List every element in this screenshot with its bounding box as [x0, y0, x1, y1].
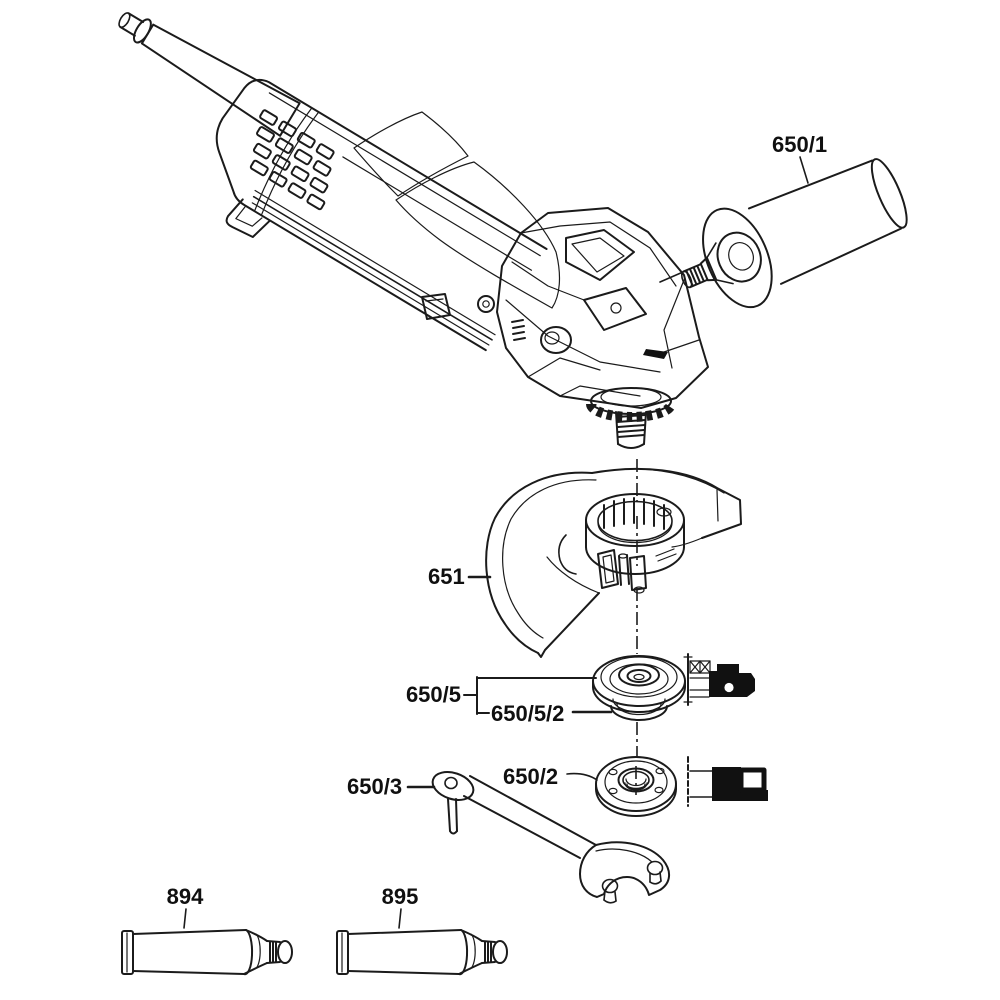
- vent-slots: [249, 109, 335, 211]
- handle-mount-line: [659, 271, 684, 283]
- collar-ribs: [603, 497, 665, 530]
- flange-cross-section-pictogram: [683, 653, 755, 706]
- guard-clamp: [597, 549, 647, 594]
- leader-lines: [183, 156, 809, 929]
- clamp-nut: [595, 756, 677, 817]
- gear-head: [496, 207, 709, 409]
- slide-switch: [421, 293, 451, 320]
- grease-tube-894: [121, 929, 293, 976]
- part-label-clamp-nut: 650/2: [503, 764, 558, 789]
- spindle-thread-lines: [616, 414, 646, 438]
- side-handle: [680, 158, 908, 309]
- motor-housing: [215, 78, 548, 352]
- part-label-spanner: 650/3: [347, 774, 402, 799]
- wheel-guard: [485, 467, 742, 658]
- leader-895: [398, 908, 402, 929]
- housing-screw: [477, 295, 495, 313]
- spindle-axis-line: [635, 459, 638, 795]
- rear-hook: [225, 198, 271, 238]
- part-label-guard: 651: [428, 564, 465, 589]
- part-label-flange: 650/5: [406, 682, 461, 707]
- part-label-side-handle: 650/1: [772, 132, 827, 157]
- part-label-o-ring: 650/5/2: [491, 701, 564, 726]
- bracket-650-5: [463, 676, 597, 715]
- part-label-895: 895: [382, 884, 419, 909]
- handle-bolt-thread: [685, 265, 705, 287]
- leader-650-2: [566, 772, 598, 781]
- power-cord: [118, 12, 301, 137]
- handle-end-cap: [870, 158, 908, 229]
- pivot-boss: [540, 326, 572, 354]
- grip-dots-lower: [395, 161, 561, 309]
- backing-flange: [592, 655, 686, 713]
- leader-650-1: [799, 156, 809, 184]
- grip-dots-upper: [353, 111, 469, 197]
- grease-tube-895: [336, 929, 508, 976]
- spindle: [586, 387, 676, 449]
- part-label-894: 894: [167, 884, 204, 909]
- handle-disc: [702, 207, 773, 309]
- o-ring: [610, 703, 668, 721]
- nut-cross-section-pictogram: [687, 756, 768, 807]
- pin-spanner: [431, 771, 670, 904]
- vent-ribs: [511, 319, 526, 341]
- leader-894: [183, 908, 187, 929]
